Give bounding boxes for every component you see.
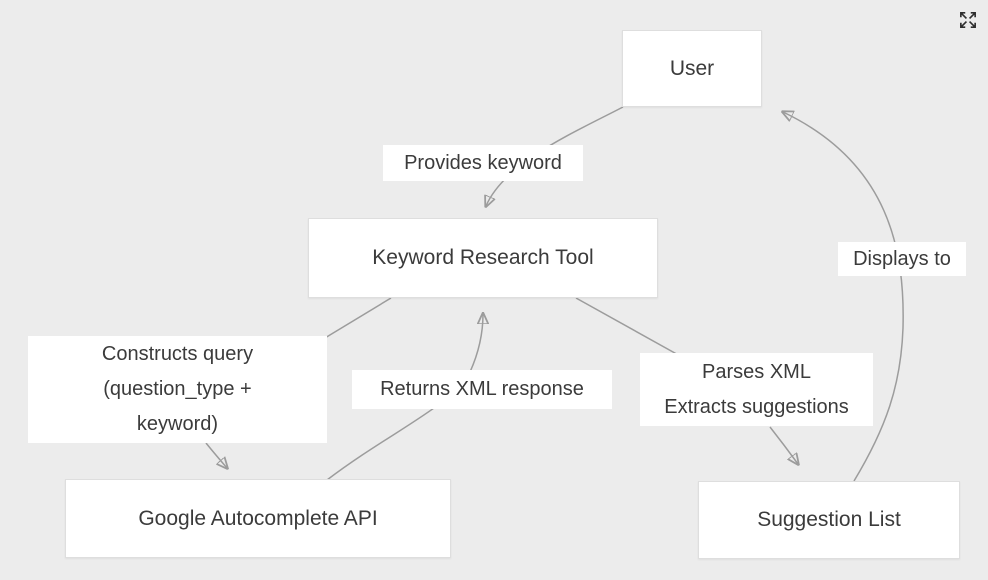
expand-arrows-icon — [960, 12, 976, 28]
edge-list-to-user — [783, 112, 904, 482]
node-suggestion-list-label: Suggestion List — [757, 508, 901, 531]
node-keyword-research-tool: Keyword Research Tool — [308, 218, 658, 298]
edge-label-provides-keyword: Provides keyword — [383, 145, 583, 181]
edge-label-displays-to: Displays to — [838, 242, 966, 276]
node-suggestion-list: Suggestion List — [698, 481, 960, 559]
node-user: User — [622, 30, 762, 107]
edge-label-returns-xml-response: Returns XML response — [352, 370, 612, 409]
node-user-label: User — [669, 56, 715, 80]
node-keyword-research-tool-label: Keyword Research Tool — [372, 246, 594, 269]
fullscreen-button[interactable] — [954, 6, 982, 34]
edge-tool-to-list-lower — [769, 426, 798, 464]
node-google-autocomplete-api: Google Autocomplete API — [65, 479, 451, 558]
edge-tool-to-api-lower — [205, 442, 227, 468]
edge-label-constructs-query: Constructs query (question_type + keywor… — [28, 336, 327, 443]
edge-tool-to-api-upper — [314, 297, 392, 345]
node-google-autocomplete-api-label: Google Autocomplete API — [138, 506, 378, 530]
edge-tool-to-list-upper — [575, 297, 683, 358]
edge-label-parses-xml: Parses XML Extracts suggestions — [640, 353, 873, 426]
